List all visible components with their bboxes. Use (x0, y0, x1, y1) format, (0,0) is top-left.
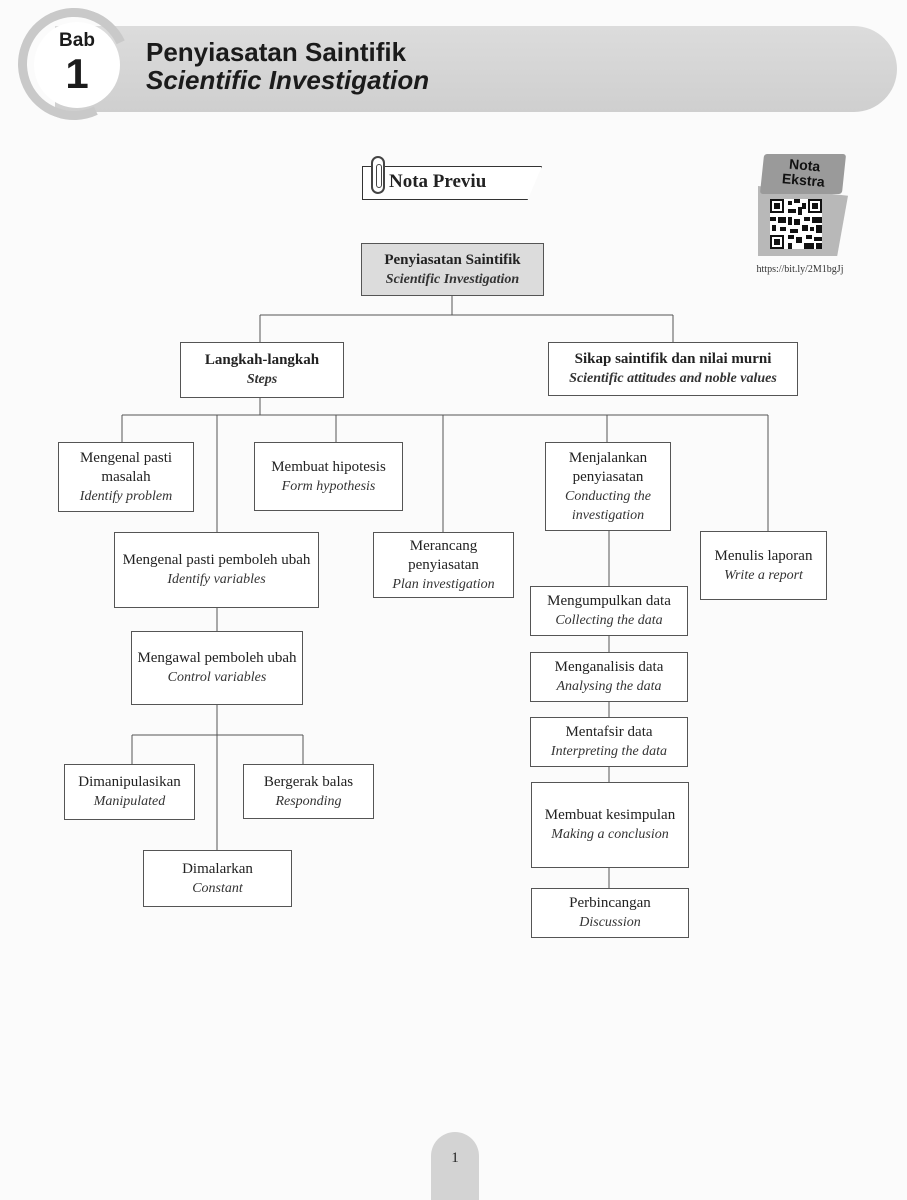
node-label: Mengumpulkan data (547, 593, 671, 609)
node-label: Dimanipulasikan (78, 774, 181, 790)
node-label-en: Making a conclusion (551, 827, 669, 842)
node-identify-variables: Mengenal pasti pemboleh ubah Identify va… (114, 532, 319, 608)
node-discussion: Perbincangan Discussion (531, 888, 689, 938)
node-label-en: Write a report (724, 567, 803, 583)
qr-code-icon[interactable] (770, 199, 822, 249)
node-label-en: Identify problem (79, 488, 173, 504)
node-label-en: Identify variables (167, 572, 266, 587)
node-analysing-data: Menganalisis data Analysing the data (530, 652, 688, 702)
node-identify-problem: Mengenal pasti masalah Identify problem (58, 442, 194, 512)
node-making-conclusion: Membuat kesimpulan Making a conclusion (531, 782, 689, 868)
node-label: Perbincangan (569, 895, 651, 911)
page-number-tab (431, 1132, 479, 1200)
node-label-en: Discussion (579, 915, 641, 930)
node-label: Menganalisis data (554, 659, 664, 675)
node-label-en: Conducting the investigation (565, 488, 651, 523)
node-collecting-data: Mengumpulkan data Collecting the data (530, 586, 688, 636)
node-label: Mengenal pasti pemboleh ubah (122, 552, 311, 568)
nota-previu-banner (362, 166, 542, 200)
connector-root (259, 296, 674, 342)
chapter-title-english: Scientific Investigation (146, 65, 430, 95)
node-label: Mengawal pemboleh ubah (137, 650, 297, 666)
node-label: Penyiasatan Saintifik (384, 251, 521, 268)
node-label-en: Manipulated (93, 794, 166, 809)
node-manipulated: Dimanipulasikan Manipulated (64, 764, 195, 820)
node-scientific-attitudes: Sikap saintifik dan nilai murni Scientif… (548, 342, 798, 396)
chapter-badge: Bab 1 (34, 22, 120, 108)
chapter-number: 1 (65, 50, 89, 97)
node-label-en: Scientific attitudes and noble values (569, 371, 777, 386)
paperclip-icon (371, 156, 385, 194)
node-conducting-investigation: Menjalankan penyiasatan Conducting the i… (545, 442, 671, 531)
node-label-en: Analysing the data (556, 679, 662, 694)
connector-variables (131, 608, 304, 850)
node-label: Membuat kesimpulan (544, 807, 676, 823)
connector-steps-bus (121, 398, 769, 532)
node-constant: Dimalarkan Constant (143, 850, 292, 907)
qr-code-url[interactable]: https://bit.ly/2M1bgJj (756, 264, 844, 275)
node-label-en: Scientific Investigation (385, 271, 520, 287)
node-label: Menulis laporan (714, 547, 813, 564)
node-label-en: Constant (192, 880, 243, 896)
node-label: Bergerak balas (263, 773, 354, 790)
chapter-title-malay: Penyiasatan Saintifik (146, 37, 407, 67)
node-form-hypothesis: Membuat hipotesis Form hypothesis (254, 442, 403, 511)
node-control-variables: Mengawal pemboleh ubah Control variables (131, 631, 303, 705)
node-responding: Bergerak balas Responding (243, 764, 374, 819)
node-label: Membuat hipotesis (271, 458, 386, 475)
node-label: Dimalarkan (182, 860, 253, 877)
chapter-header-bar (55, 26, 897, 112)
chapter-title: Penyiasatan Saintifik Scientific Investi… (146, 38, 429, 94)
node-write-report: Menulis laporan Write a report (700, 531, 827, 600)
node-label: Menjalankan penyiasatan (568, 449, 648, 485)
node-steps: Langkah-langkah Steps (180, 342, 344, 398)
node-label: Mengenal pasti masalah (79, 449, 173, 485)
node-label-en: Form hypothesis (281, 478, 376, 494)
node-label: Merancang penyiasatan (408, 537, 479, 573)
node-label-en: Responding (275, 793, 342, 809)
node-label-en: Interpreting the data (550, 744, 668, 759)
node-scientific-investigation: Penyiasatan Saintifik Scientific Investi… (361, 243, 544, 296)
node-label: Langkah-langkah (204, 352, 320, 368)
page-number: 1 (451, 1150, 459, 1166)
node-label: Mentafsir data (565, 724, 653, 740)
node-label-en: Collecting the data (555, 613, 663, 628)
node-label-en: Control variables (167, 670, 267, 685)
node-label-en: Steps (246, 372, 278, 387)
nota-previu-label: Nota Previu (389, 171, 487, 192)
node-label: Sikap saintifik dan nilai murni (574, 351, 772, 367)
node-plan-investigation: Merancang penyiasatan Plan investigation (373, 532, 514, 598)
node-interpreting-data: Mentafsir data Interpreting the data (530, 717, 688, 767)
chapter-label: Bab (59, 30, 95, 51)
node-label-en: Plan investigation (392, 576, 495, 592)
